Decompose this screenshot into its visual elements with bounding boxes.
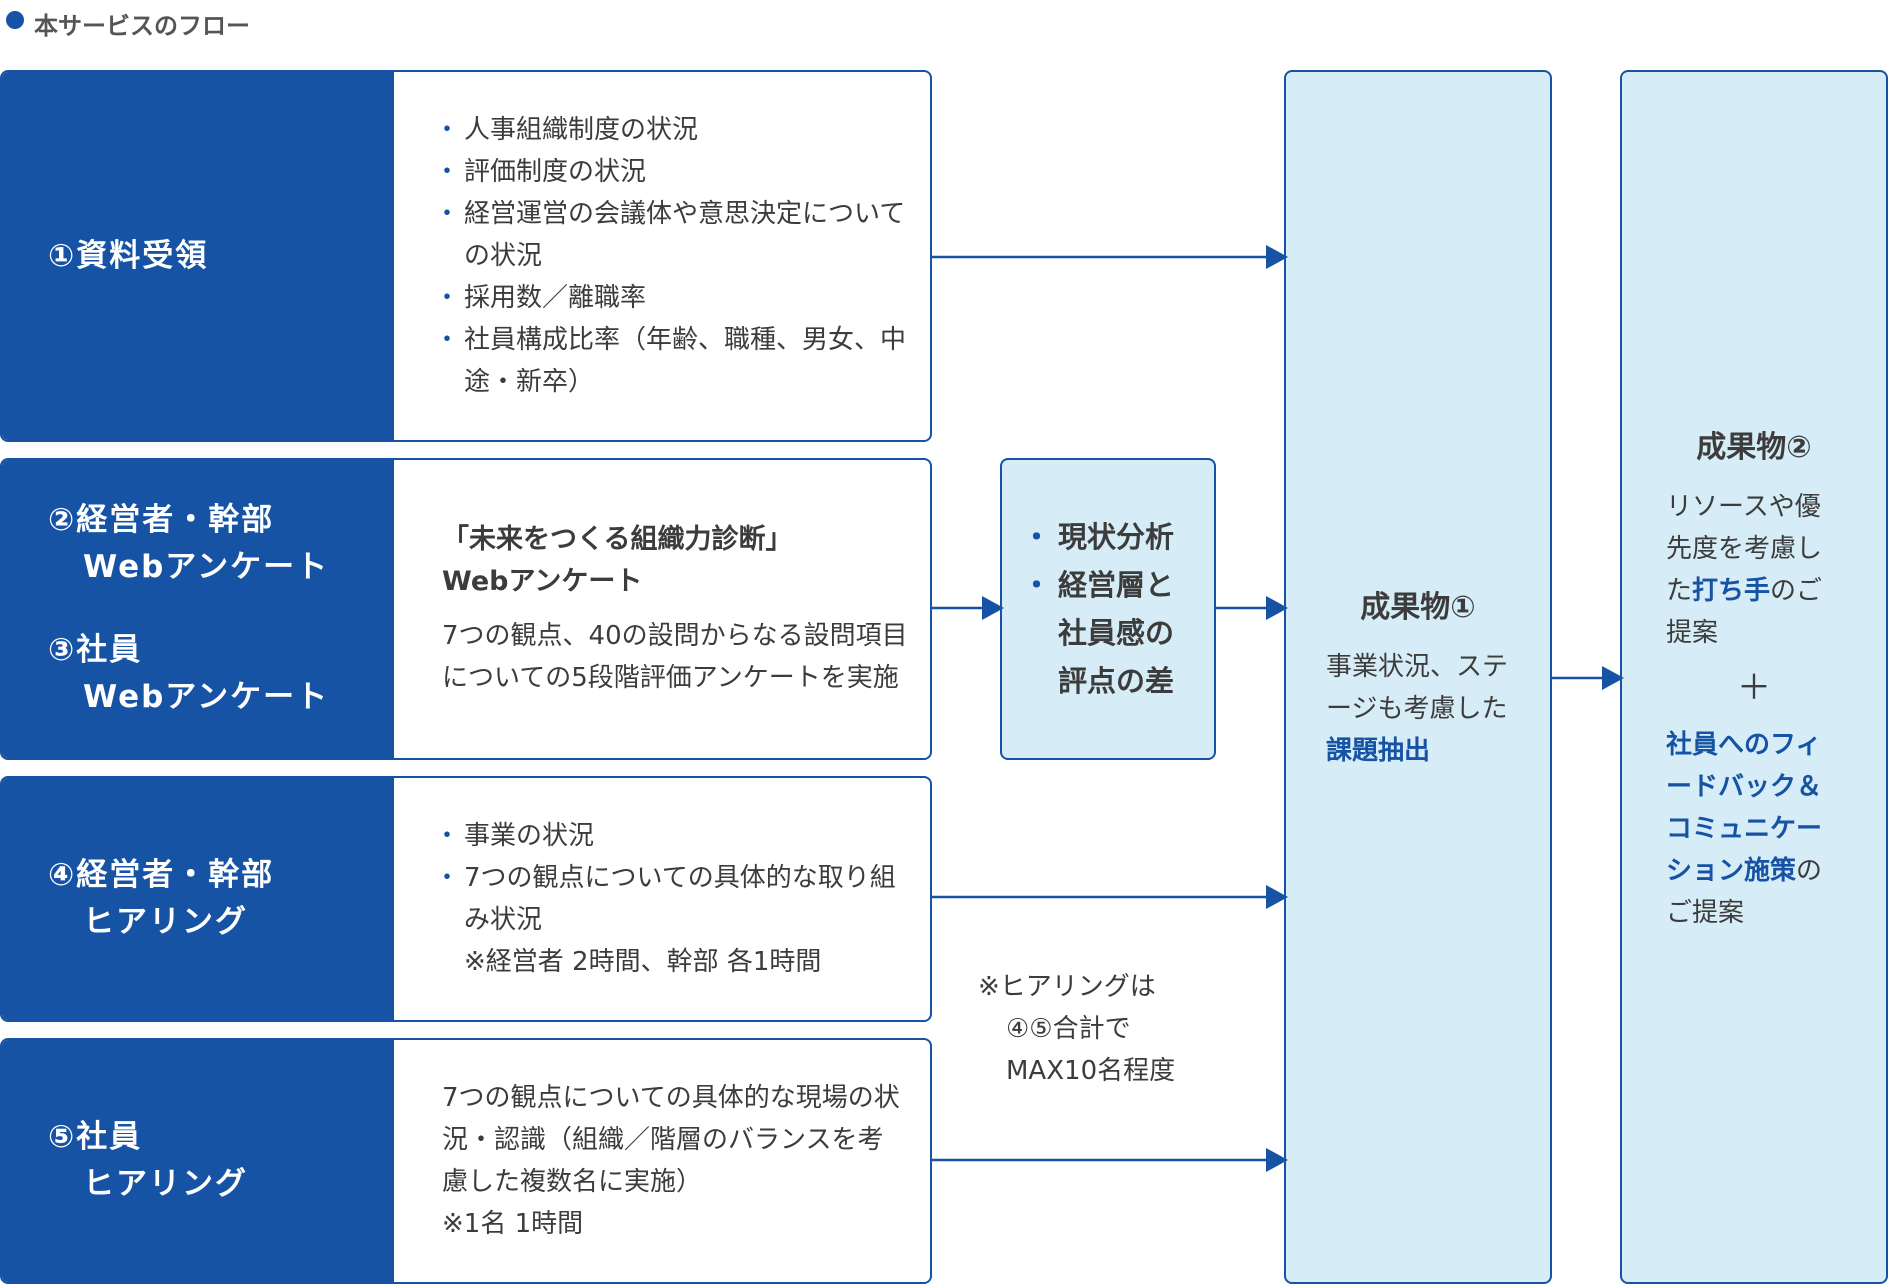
deliverable-2-highlight-1: 打ち手 bbox=[1692, 576, 1771, 606]
deliverable-2-highlight-2: 社員へのフィードバック＆コミュニケーション施策 bbox=[1666, 730, 1823, 886]
deliverable-2-text-tail: のご提案 bbox=[1666, 576, 1823, 648]
arrowhead-icon bbox=[1602, 666, 1624, 690]
deliverable-1-title: 成果物① bbox=[1360, 590, 1476, 625]
row-3-label-line: ヒアリング bbox=[83, 904, 248, 940]
survey-description: 7つの観点、40の設問からなる設問項目についての5段階評価アンケートを実施 bbox=[442, 621, 908, 693]
survey-title-line: 「未来をつくる組織力診断」 bbox=[442, 524, 793, 555]
hearing-note: ※ヒアリングは ④⑤合計で MAX10名程度 bbox=[978, 966, 1175, 1092]
row-2-label-line: ②経営者・幹部 bbox=[48, 502, 275, 538]
row-2-label-line: Webアンケート bbox=[83, 549, 330, 585]
deliverable-2-text-2: 社員へのフィードバック＆コミュニケーション施策のご提案 bbox=[1666, 724, 1842, 934]
row-4-content: 7つの観点についての具体的な現場の状況・認識（組織／階層のバランスを考慮した複数… bbox=[394, 1040, 930, 1282]
deliverable-2-box: 成果物② リソースや優先度を考慮した打ち手のご提案 ＋ 社員へのフィードバック＆… bbox=[1620, 70, 1888, 1284]
row-2-label-line: Webアンケート bbox=[83, 679, 330, 715]
analysis-box: 現状分析 経営層と 社員感の 評点の差 bbox=[1000, 458, 1216, 760]
hearing-note-line: ※ヒアリングは bbox=[978, 972, 1156, 1002]
list-item: 経営運営の会議体や意思決定についての状況 bbox=[434, 193, 908, 277]
analysis-item-cont: 社員感の bbox=[1058, 616, 1175, 650]
arrowhead-icon bbox=[982, 596, 1004, 620]
row-3-note: ※経営者 2時間、幹部 各1時間 bbox=[464, 947, 822, 977]
row-4-description: 7つの観点についての具体的な現場の状況・認識（組織／階層のバランスを考慮した複数… bbox=[442, 1083, 900, 1197]
flow-row-1: ①資料受領 人事組織制度の状況 評価制度の状況 経営運営の会議体や意思決定につい… bbox=[0, 70, 932, 442]
analysis-item: 経営層と bbox=[1022, 561, 1174, 609]
survey-title: 「未来をつくる組織力診断」 Webアンケート bbox=[442, 519, 908, 603]
deliverable-2-title: 成果物② bbox=[1696, 430, 1812, 465]
list-item: 人事組織制度の状況 bbox=[434, 109, 908, 151]
deliverable-1-text: 事業状況、ステージも考慮した課題抽出 bbox=[1326, 646, 1510, 772]
row-4-label: ⑤社員 ヒアリング bbox=[2, 1040, 394, 1282]
flow-row-4: ⑤社員 ヒアリング 7つの観点についての具体的な現場の状況・認識（組織／階層のバ… bbox=[0, 1038, 932, 1284]
list-item: 7つの観点についての具体的な取り組み状況 bbox=[434, 857, 908, 941]
row-4-note: ※1名 1時間 bbox=[442, 1209, 584, 1239]
page-title: 本サービスのフロー bbox=[34, 12, 250, 40]
row-4-label-line: ヒアリング bbox=[83, 1166, 248, 1202]
arrowhead-icon bbox=[1266, 1148, 1288, 1172]
arrowhead-icon bbox=[1266, 885, 1288, 909]
hearing-note-line: MAX10名程度 bbox=[1006, 1056, 1176, 1086]
list-item: 社員構成比率（年齢、職種、男女、中途・新卒） bbox=[434, 319, 908, 403]
hearing-note-line: ④⑤合計で bbox=[1006, 1014, 1131, 1044]
plus-icon: ＋ bbox=[1737, 668, 1771, 708]
row-4-label-line: ⑤社員 bbox=[48, 1119, 143, 1155]
list-item: 評価制度の状況 bbox=[434, 151, 908, 193]
row-3-label-line: ④経営者・幹部 bbox=[48, 857, 275, 893]
row-2-label-line: ③社員 bbox=[48, 632, 143, 668]
deliverable-2-text-tail: のご提案 bbox=[1666, 856, 1823, 928]
row-2-content: 「未来をつくる組織力診断」 Webアンケート 7つの観点、40の設問からなる設問… bbox=[394, 460, 930, 758]
analysis-item: 現状分析 bbox=[1022, 513, 1174, 561]
row-3-content: 事業の状況 7つの観点についての具体的な取り組み状況 ※経営者 2時間、幹部 各… bbox=[394, 778, 930, 1020]
row-1-content: 人事組織制度の状況 評価制度の状況 経営運営の会議体や意思決定についての状況 採… bbox=[394, 72, 930, 440]
header-bullet-icon bbox=[6, 11, 24, 29]
deliverable-1-highlight: 課題抽出 bbox=[1326, 736, 1431, 766]
row-2-label: ②経営者・幹部 Webアンケート ③社員 Webアンケート bbox=[2, 460, 394, 758]
deliverable-1-text-body: 事業状況、ステージも考慮した bbox=[1326, 652, 1509, 724]
flow-row-3: ④経営者・幹部 ヒアリング 事業の状況 7つの観点についての具体的な取り組み状況… bbox=[0, 776, 932, 1022]
deliverable-2-text-1: リソースや優先度を考慮した打ち手のご提案 bbox=[1666, 486, 1842, 654]
flow-row-2: ②経営者・幹部 Webアンケート ③社員 Webアンケート 「未来をつくる組織力… bbox=[0, 458, 932, 760]
list-item: 採用数／離職率 bbox=[434, 277, 908, 319]
row-1-label-text: ①資料受領 bbox=[48, 237, 209, 274]
row-3-label: ④経営者・幹部 ヒアリング bbox=[2, 778, 394, 1020]
deliverable-2-text-body: リソースや優先度を考慮した bbox=[1666, 492, 1823, 606]
row-1-label: ①資料受領 bbox=[2, 72, 394, 440]
survey-title-line: Webアンケート bbox=[442, 566, 643, 597]
analysis-item-cont: 評点の差 bbox=[1058, 664, 1175, 698]
deliverable-1-box: 成果物① 事業状況、ステージも考慮した課題抽出 bbox=[1284, 70, 1552, 1284]
arrowhead-icon bbox=[1266, 245, 1288, 269]
arrowhead-icon bbox=[1266, 596, 1288, 620]
list-item: 事業の状況 bbox=[434, 815, 908, 857]
